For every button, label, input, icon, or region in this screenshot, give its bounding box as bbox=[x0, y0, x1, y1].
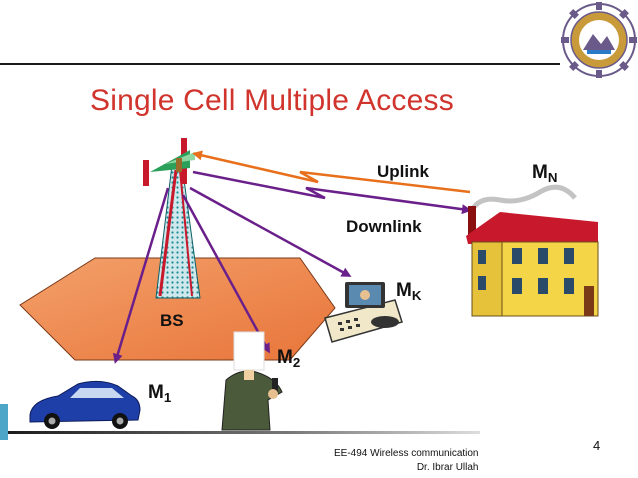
base-station-tower bbox=[143, 138, 201, 299]
car-icon bbox=[29, 380, 141, 429]
university-seal bbox=[561, 2, 637, 78]
header-rule bbox=[0, 63, 560, 65]
uplink-arrow bbox=[192, 150, 471, 194]
bottom-accent-bar bbox=[0, 431, 480, 434]
downlink-arrow-m2 bbox=[181, 194, 270, 354]
house-icon bbox=[466, 184, 599, 317]
footer-author: Dr. Ibrar Ullah bbox=[416, 462, 479, 473]
person-icon bbox=[221, 331, 283, 431]
base-station-label: BS bbox=[160, 311, 184, 330]
downlink-arrow-mn bbox=[192, 170, 472, 215]
downlink-arrow-m1 bbox=[112, 187, 170, 364]
downlink-arrow-mk bbox=[189, 186, 352, 277]
downlink-label: Downlink bbox=[346, 217, 422, 236]
footer-course: EE-494 Wireless communication bbox=[334, 448, 479, 459]
mobile-label-mn: MN bbox=[532, 162, 558, 185]
slide-title: Single Cell Multiple Access bbox=[90, 84, 454, 117]
mobile-label-m2: M2 bbox=[277, 347, 301, 370]
page-number: 4 bbox=[593, 438, 601, 453]
mobile-label-mk: MK bbox=[396, 280, 422, 303]
bottom-accent-wedge bbox=[0, 404, 8, 440]
videophone-icon bbox=[324, 282, 403, 343]
slide-footer: EE-494 Wireless communication Dr. Ibrar … bbox=[334, 447, 479, 475]
uplink-label: Uplink bbox=[377, 162, 429, 181]
mobile-label-m1: M1 bbox=[148, 382, 172, 405]
